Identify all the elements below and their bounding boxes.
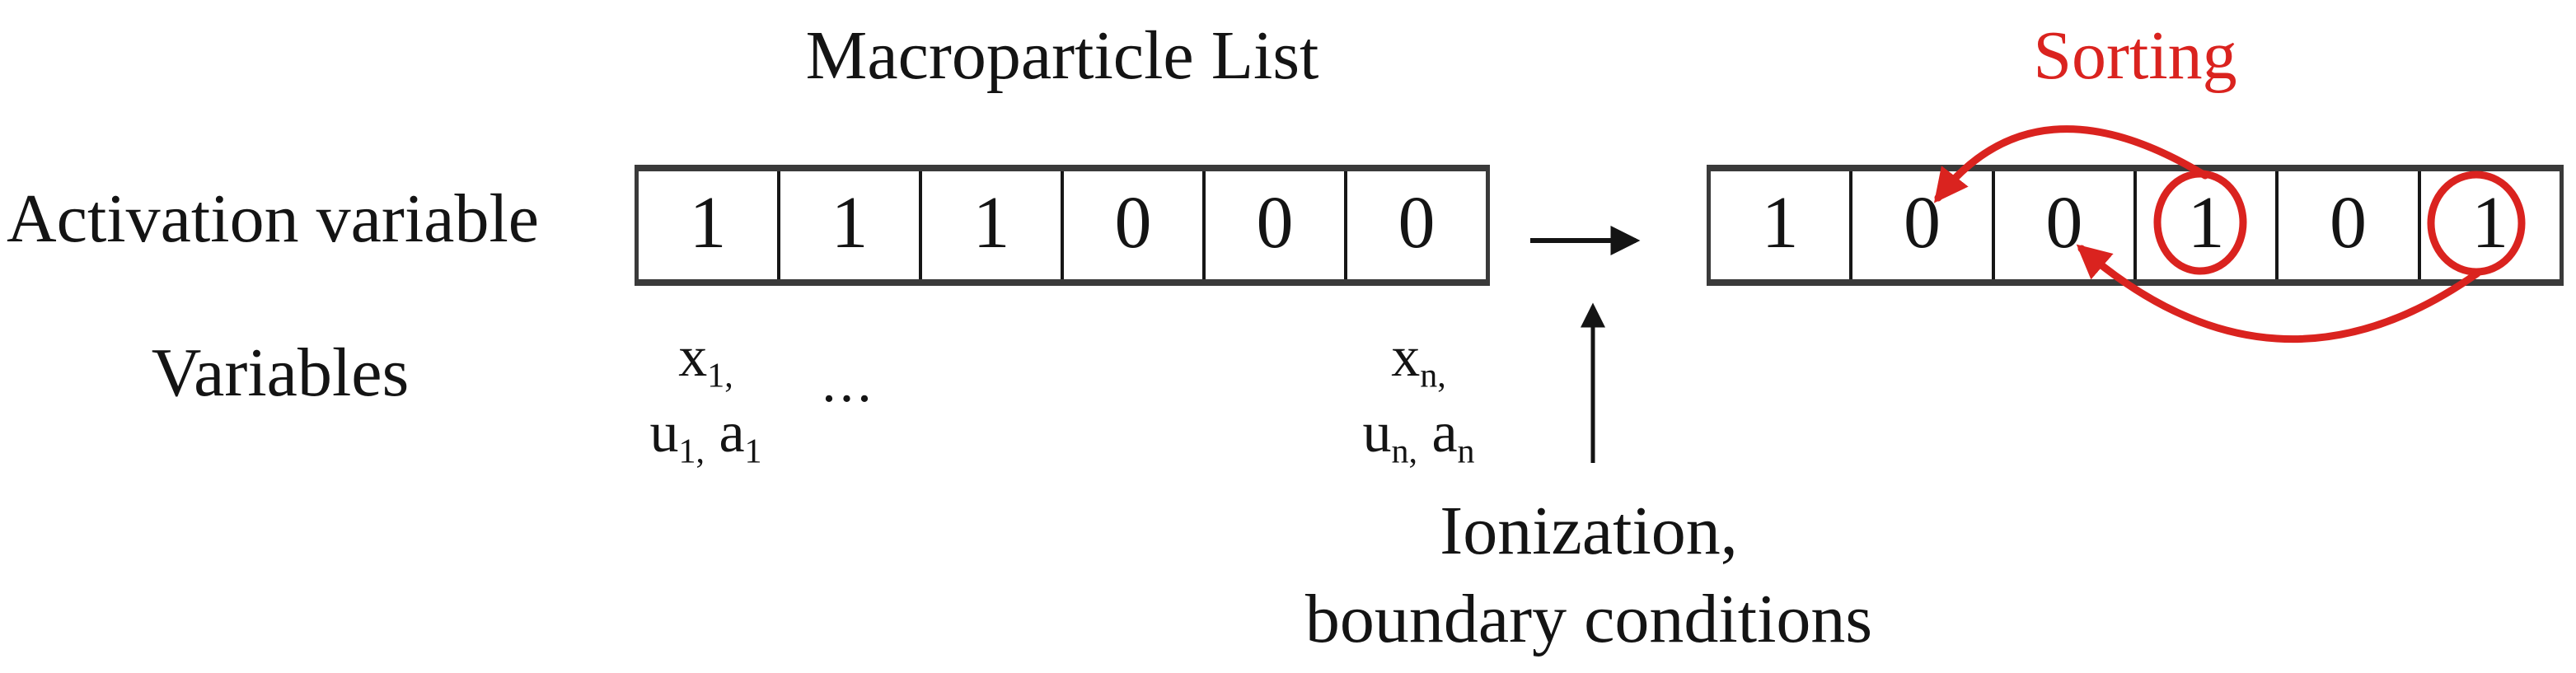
sorting-title: Sorting <box>2033 17 2237 94</box>
array-cell: 1 <box>1711 171 1853 279</box>
array-cell: 1 <box>922 171 1064 279</box>
array-cell: 1 <box>780 171 922 279</box>
array-cell: 1 <box>2137 171 2279 279</box>
process-line-2: boundary conditions <box>1304 580 1873 657</box>
variables-label: Variables <box>151 334 410 411</box>
var-x1: x1, <box>678 325 733 395</box>
array-cell: 0 <box>2279 171 2421 279</box>
activation-variable-label: Activation variable <box>7 180 540 257</box>
var-xn: xn, <box>1391 325 1446 395</box>
macroparticle-array-after: 1 0 0 1 0 1 <box>1707 165 2564 286</box>
process-line-1: Ionization, <box>1440 493 1738 569</box>
array-cell: 0 <box>1206 171 1347 279</box>
var-un-an: un, an <box>1362 401 1475 471</box>
last-particle-variables: xn, un, an <box>1347 320 1490 472</box>
array-cell: 0 <box>1398 181 1436 264</box>
array-cell: 1 <box>639 171 780 279</box>
process-label: Ionization, boundary conditions <box>1193 488 1984 663</box>
array-cell: 1 <box>2471 181 2509 264</box>
macroparticle-list-title: Macroparticle List <box>805 17 1319 94</box>
var-u1-a1: u1, a1 <box>649 401 762 471</box>
first-particle-variables: x1, u1, a1 <box>635 320 777 472</box>
array-cell: 0 <box>1064 171 1206 279</box>
array-cell: 0 <box>1852 171 1995 279</box>
variables-ellipsis: ... <box>822 351 875 414</box>
array-cell: 0 <box>1995 171 2137 279</box>
macroparticle-array-before: 1 1 1 0 0 0 <box>635 165 1490 286</box>
